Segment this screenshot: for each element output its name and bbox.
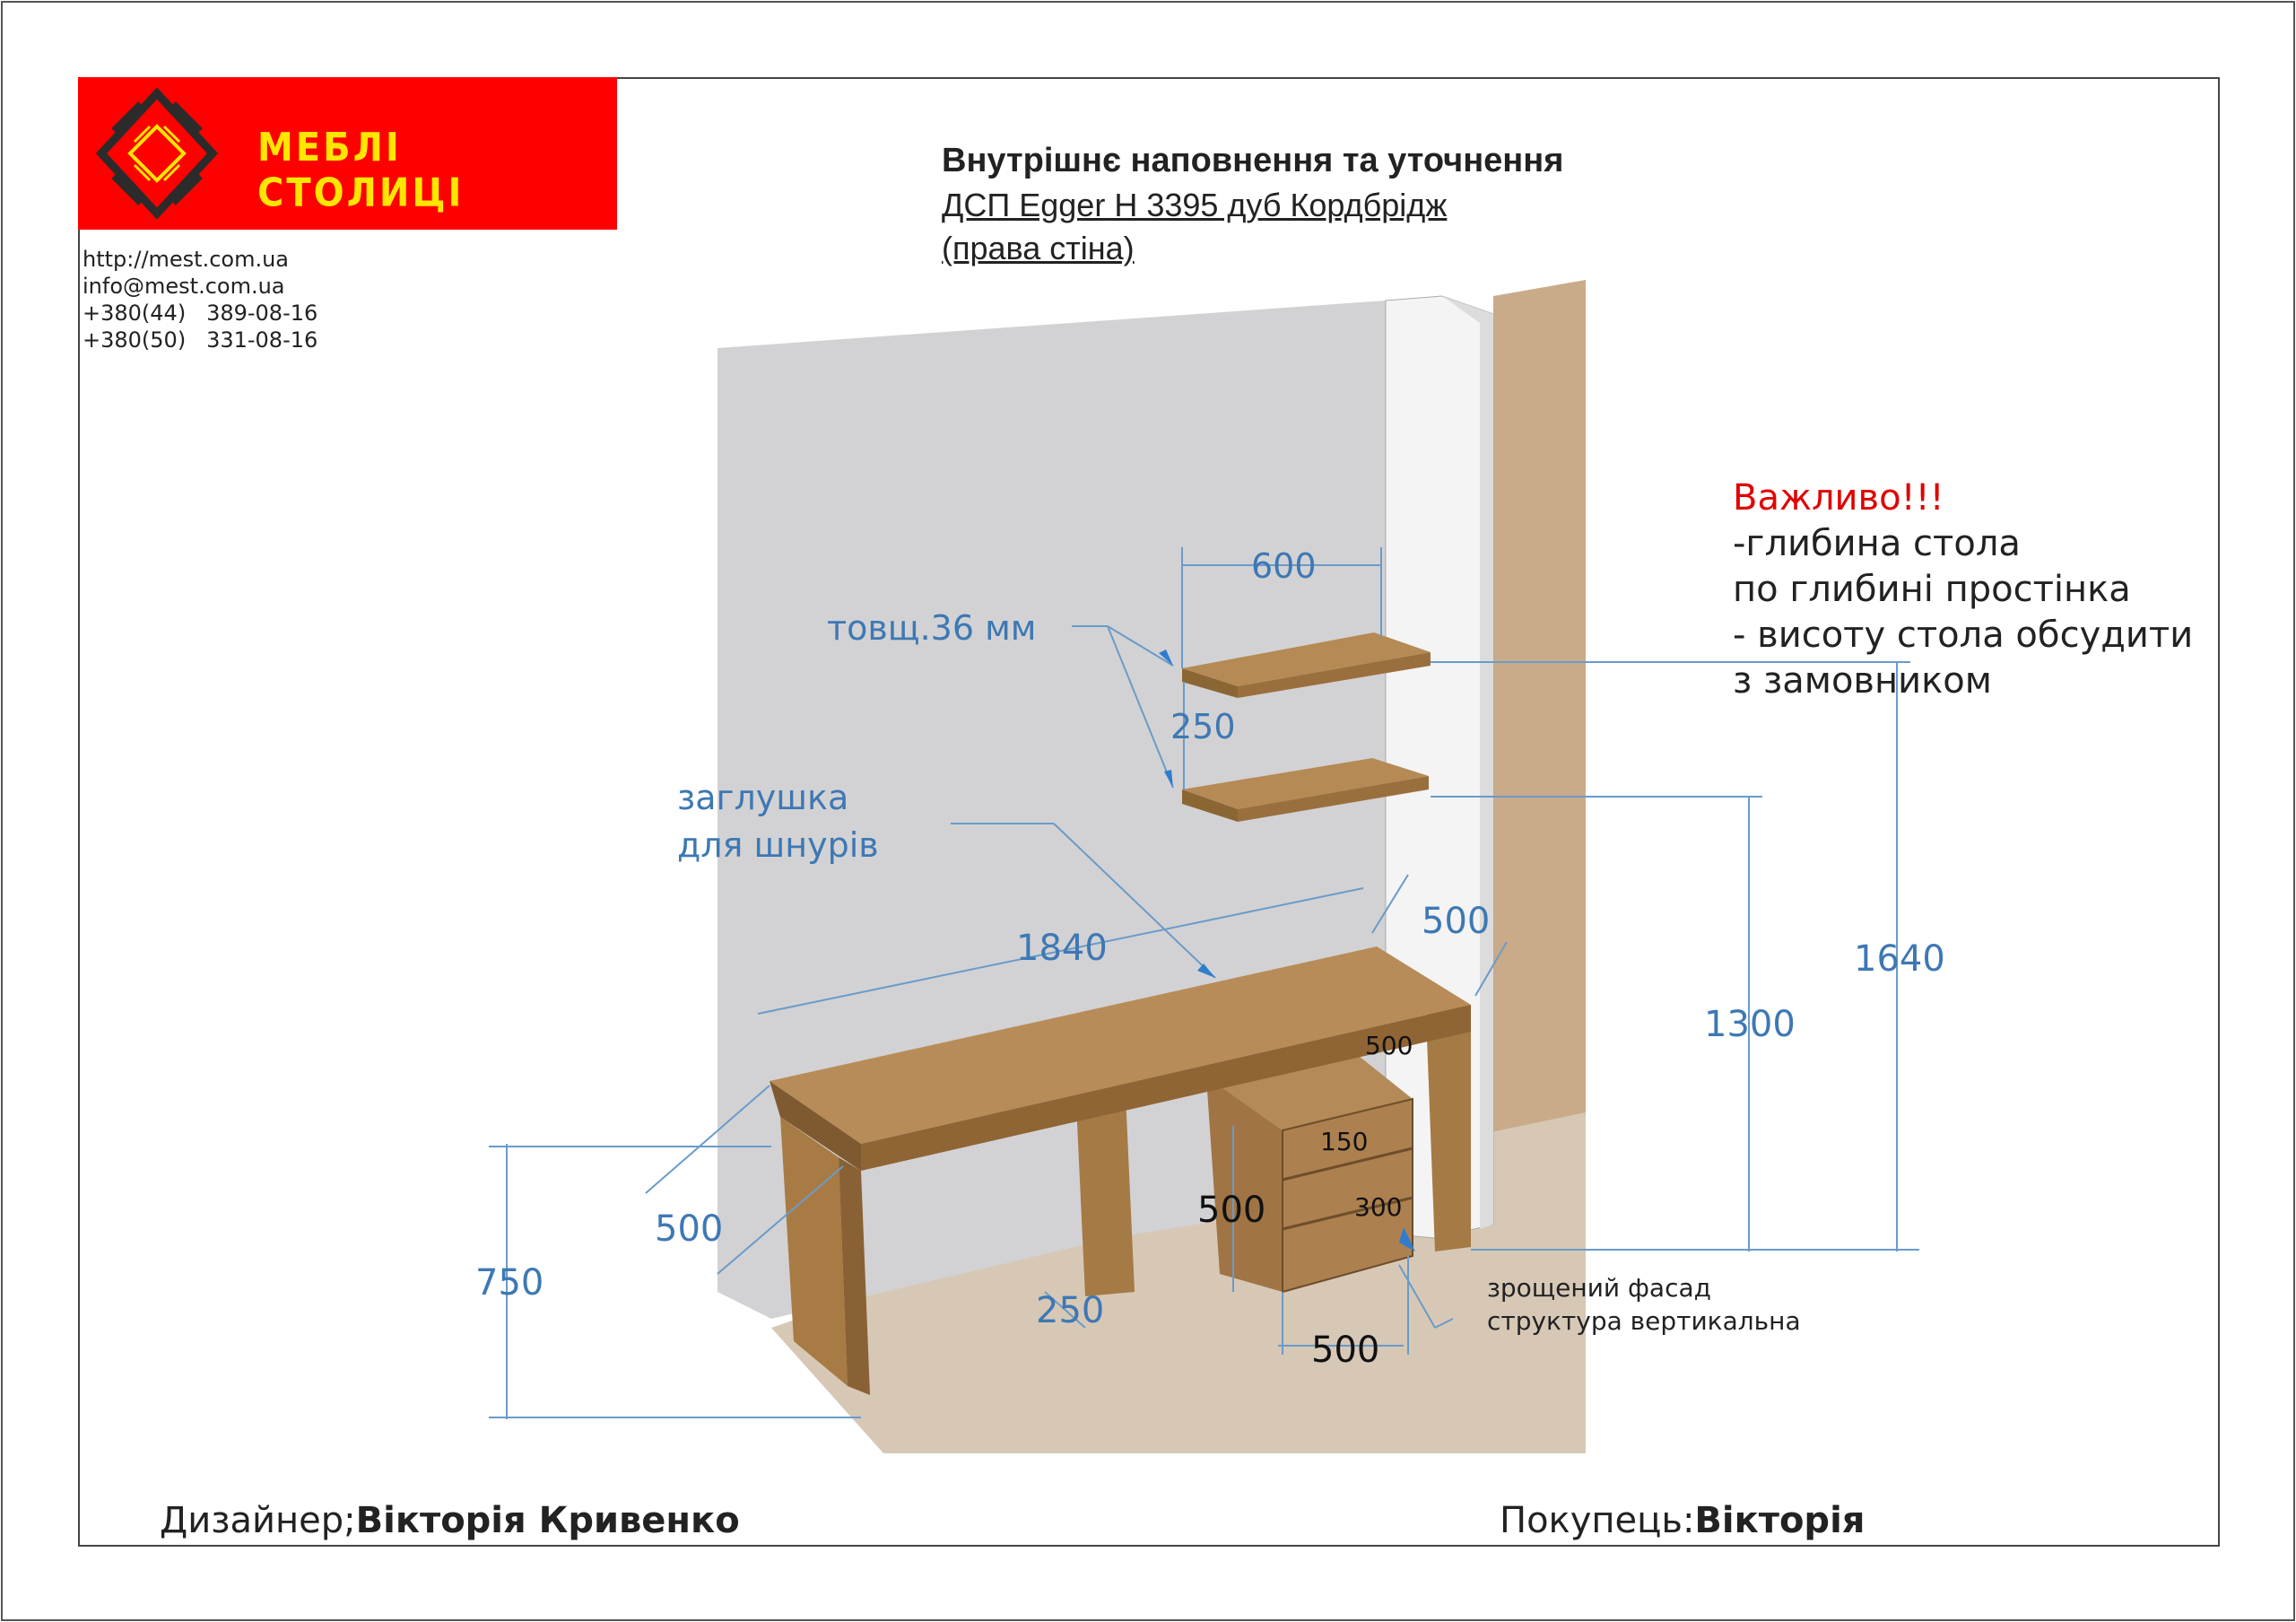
buyer-label: Покупець: — [1500, 1500, 1695, 1541]
facade-note-line2: структура вертикальна — [1487, 1306, 1801, 1336]
important-heading: Важливо!!! — [1733, 477, 1944, 519]
thickness-note: товщ.36 мм — [827, 608, 1036, 648]
arrow-icons — [1159, 650, 1415, 1251]
dim-desk-height: 750 — [475, 1262, 544, 1304]
drawing-frame — [78, 77, 2220, 1547]
dim-pedestal-height: 500 — [1197, 1190, 1265, 1231]
note-line: по глибині простінка — [1733, 569, 2131, 610]
buyer-credit: Покупець:Вікторія — [1500, 1500, 1865, 1541]
phone-1: +380(44) 389-08-16 — [83, 301, 318, 326]
upper-shelf — [1182, 632, 1431, 698]
dim-leg-gap: 250 — [1036, 1290, 1104, 1331]
brand-name: МЕБЛІ СТОЛИЦІ — [257, 125, 465, 216]
dim-pedestal-depth: 500 — [1365, 1031, 1413, 1060]
right-leg — [1426, 1005, 1471, 1251]
dim-lower-shelf-height: 1300 — [1704, 1004, 1796, 1045]
contacts: http://mest.com.ua info@mest.com.ua +380… — [83, 246, 317, 353]
designer-credit: Дизайнер;Вікторія Кривенко — [160, 1500, 740, 1541]
dim-upper-shelf-height: 1640 — [1854, 938, 1945, 980]
important-note: Важливо!!! -глибина стола по глибині про… — [1733, 475, 2193, 704]
note-line: -глибина стола — [1733, 523, 2021, 564]
middle-leg — [1076, 1094, 1135, 1296]
lower-shelf — [1182, 758, 1429, 822]
plug-note-line2: для шнурів — [677, 825, 879, 865]
dim-drawer-other: 300 — [1354, 1192, 1402, 1222]
dimension-lines — [489, 547, 1919, 1419]
buyer-name: Вікторія — [1694, 1500, 1866, 1541]
logo-diamond-icon — [95, 87, 219, 220]
website-link[interactable]: http://mest.com.ua — [83, 247, 290, 272]
designer-name: Вікторія Кривенко — [355, 1500, 740, 1541]
company-logo: МЕБЛІ СТОЛИЦІ — [78, 77, 617, 230]
material-subtitle: ДСП Egger H 3395 дуб Кордбрідж — [942, 187, 1448, 223]
facade-note-line1: зрощений фасад — [1487, 1273, 1711, 1303]
note-line: - висоту стола обсудити — [1733, 615, 2194, 656]
email-link[interactable]: info@mest.com.ua — [83, 274, 285, 299]
designer-label: Дизайнер; — [160, 1500, 356, 1541]
dim-shelf-width: 600 — [1251, 546, 1317, 586]
dim-desk-length: 1840 — [1016, 928, 1108, 969]
wall-subtitle: (права стіна) — [942, 230, 1135, 266]
page-title: Внутрішнє наповнення та уточнення — [942, 142, 1564, 179]
note-line: з замовником — [1733, 660, 1992, 702]
dim-drawer-top: 150 — [1320, 1127, 1368, 1156]
dim-shelf-gap: 250 — [1170, 707, 1236, 746]
plug-note-line1: заглушка — [677, 778, 848, 817]
phone-2: +380(50) 331-08-16 — [83, 327, 318, 353]
dim-pedestal-width: 500 — [1311, 1330, 1379, 1371]
desk — [770, 946, 1471, 1395]
dim-desk-depth: 500 — [1422, 901, 1490, 942]
dim-desk-front-depth: 500 — [655, 1208, 723, 1250]
